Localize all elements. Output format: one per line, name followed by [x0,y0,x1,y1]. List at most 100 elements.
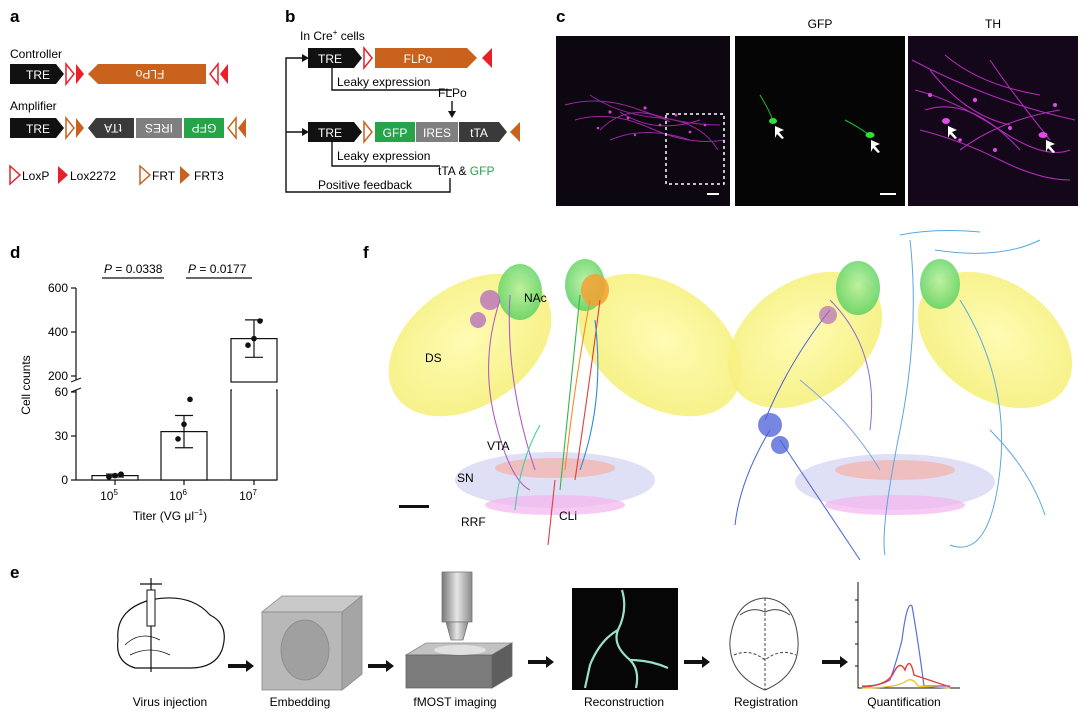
th-fibers-overview [564,94,726,151]
label-sn: SN [457,471,474,485]
p-value-1: P = 0.0338 [104,262,163,276]
bar-lower-2 [230,389,278,481]
arrow-5 [822,656,848,668]
p-value-2: P = 0.0177 [188,262,247,276]
data-point [187,396,193,403]
arrow-4 [684,656,710,668]
panel-f: NAc DS VTA SN RRF CLi [388,230,1073,561]
legend-frt3-symbol [180,166,190,184]
tta-gene-inverted [88,118,134,138]
step-fmost-imaging: fMOST imaging [413,695,496,709]
legend-frt: FRT [152,169,176,183]
bars [91,318,278,481]
tta-gene-b-tip [499,122,507,142]
y-tick-label: 200 [48,369,68,383]
y-tick-label: 30 [55,429,69,443]
legend-frt3: FRT3 [194,169,224,183]
step-registration: Registration [734,695,798,709]
tre-label-controller: TRE [26,68,50,82]
amplifier-label: Amplifier [10,99,57,113]
y-tick-label: 0 [61,473,68,487]
positive-feedback-loop [285,57,451,193]
gfp-label-inverted: GFP [192,121,217,135]
x-tick-label: 107 [239,488,257,503]
label-cli: CLi [559,509,577,523]
flpo-down-arrowhead [448,111,456,118]
tre-promoter-b2 [308,122,362,142]
data-point [106,474,112,480]
x-tick-label: 105 [100,488,118,503]
panel-letter-b: b [285,7,295,26]
tre-promoter-b1 [308,48,362,68]
leaky-expression-2: Leaky expression [337,149,430,163]
nac-fibers-orange [581,274,609,306]
gfp-gene-inverted [184,118,224,138]
legend-lox2272: Lox2272 [70,169,116,183]
y-tick-label: 60 [55,385,69,399]
axis-break [70,377,82,393]
scale-bar-f [399,505,429,508]
feedback-arrowhead-2 [302,128,309,136]
rrf-region-a [485,495,625,515]
virus-injection-illustration [117,578,225,672]
step-reconstruction: Reconstruction [584,695,664,709]
tre-promoter-amplifier [10,118,64,138]
axon-cluster-b2 [819,306,837,324]
axon-cluster-b [758,413,789,454]
panel-letter-f: f [363,243,369,262]
frt3-b2 [510,122,520,142]
micrograph-th [908,36,1078,206]
scale-bar-overview [707,193,719,195]
legend-frt-symbol [139,164,152,186]
data-point [112,472,118,479]
ds-left-hemisphere-b [727,271,883,409]
legend-lox2272-symbol [58,166,68,184]
data-point [181,421,187,428]
reconstruction-trace [583,589,669,689]
fmost-illustration [404,571,514,689]
panel-letter-a: a [10,7,20,26]
quantification-plot [855,582,960,689]
gfp-gene-b [375,122,415,142]
frt-b2 [363,119,373,145]
arrow-1 [228,660,254,672]
vta-region-b [835,460,955,480]
frt3-site [76,118,84,138]
chart-ylabel: Cell counts [19,355,33,414]
ds-left-hemisphere-a [388,273,552,417]
y-tick-label: 600 [48,281,68,295]
micrograph-gfp [735,36,905,206]
label-ds: DS [425,351,442,365]
loxp-site-2 [209,61,219,87]
tta-gfp-product: tTA & GFP [438,164,494,178]
frt-site-2 [227,115,237,141]
lox2272-site-2 [220,64,228,84]
gfp-channel-label: GFP [808,17,833,31]
gfp-label-b: GFP [383,126,408,140]
axon-traces-a [488,294,601,546]
lox2272-site [76,64,84,84]
step-virus-injection: Virus injection [133,695,207,709]
data-point [175,436,181,442]
step-quantification: Quantification [867,695,940,709]
axon-traces-b [734,230,1046,561]
label-nac: NAc [524,291,547,305]
ds-right-hemisphere-b [917,271,1073,409]
gfp-cells [759,94,875,138]
panel-a: Controller TRE FLPo Amplifier TRE tTA IR… [9,47,246,186]
legend-loxp-symbol [9,164,22,186]
panel-letter-d: d [10,243,20,262]
positive-feedback-label: Positive feedback [318,178,413,192]
ires-element-b [416,122,458,142]
flpo-label-inverted: FLPo [135,67,164,81]
th-channel-label: TH [985,17,1001,31]
controller-label: Controller [10,47,62,61]
panel-letter-c: c [556,7,565,26]
lox2272-b1 [482,48,492,68]
ires-label-inverted: IRES [145,121,173,135]
th-arrows [948,126,1055,153]
axon-cluster-a [470,290,500,328]
arrow-3 [528,656,554,668]
